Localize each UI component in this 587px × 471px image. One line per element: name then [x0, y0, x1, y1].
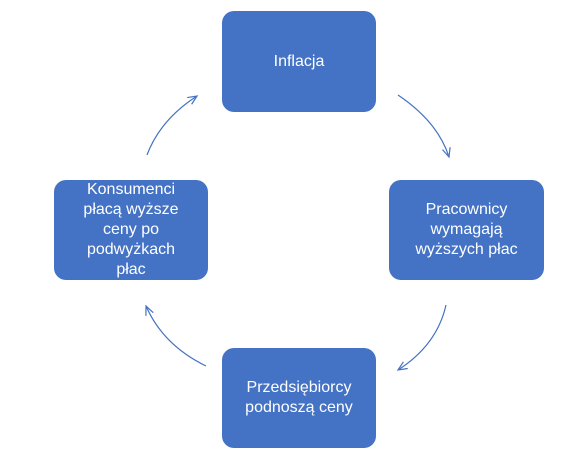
node-inflacja-label: Inflacja — [273, 52, 325, 70]
node-konsumenci: Konsumenci płacą wyższe ceny po podwyżka… — [54, 180, 208, 280]
arrow-top-to-right — [397, 94, 451, 159]
node-przedsiebiorcy-label: Przedsiębiorcy podnoszą ceny — [245, 379, 353, 416]
node-pracownicy: Pracownicy wymagają wyższych płac — [389, 180, 544, 280]
node-konsumenci-label: Konsumenci płacą wyższe ceny po podwyżka… — [83, 181, 179, 278]
node-pracownicy-label: Pracownicy wymagają wyższych płac — [415, 201, 518, 258]
arrow-bottom-to-left — [145, 304, 207, 367]
arrow-right-to-bottom — [396, 304, 447, 371]
node-przedsiebiorcy: Przedsiębiorcy podnoszą ceny — [222, 348, 376, 448]
node-inflacja: Inflacja — [222, 11, 376, 112]
arrow-left-to-top — [146, 95, 199, 156]
